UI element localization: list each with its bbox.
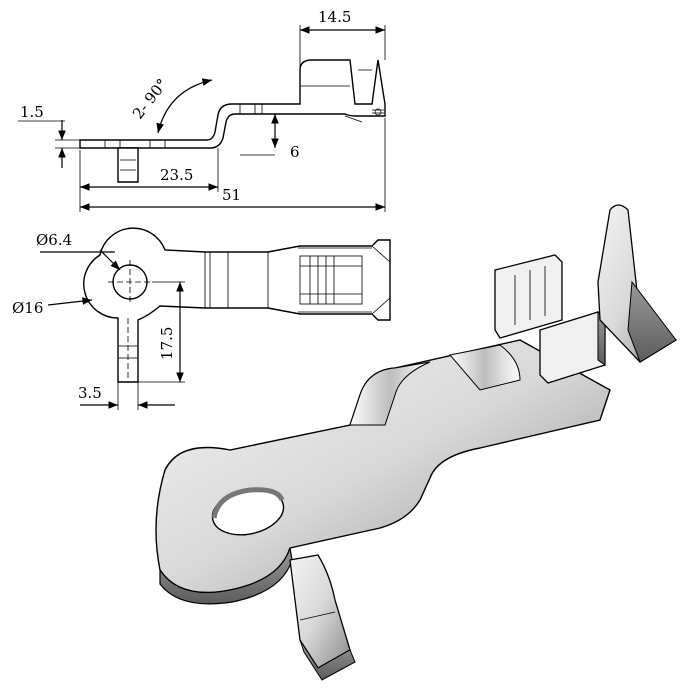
side-view-profile [79,59,386,149]
dim-offset: 6 [290,143,300,161]
iso-tab [289,554,351,669]
dim-bend-angle: 2- 90° [129,75,171,122]
dim-hole-dia: Ø6.4 [36,231,72,249]
top-view-outline [83,227,391,383]
dim-thickness: 1.5 [20,103,44,121]
side-view: 14.5 1.5 2- 90° 6 23.5 51 [18,8,386,212]
dim-ring-dia: Ø16 [12,299,43,317]
top-view: Ø6.4 Ø16 17.5 3.5 [12,227,391,410]
side-view-tab [117,147,139,183]
dim-total-length: 51 [222,186,241,204]
iso-crimp-wing-left [494,254,563,339]
dim-length-flat: 23.5 [160,166,193,184]
dim-tab-width: 3.5 [78,384,102,402]
isometric-view [155,204,678,681]
dim-tab-length: 17.5 [158,327,176,360]
dim-length-crimp: 14.5 [318,8,351,26]
